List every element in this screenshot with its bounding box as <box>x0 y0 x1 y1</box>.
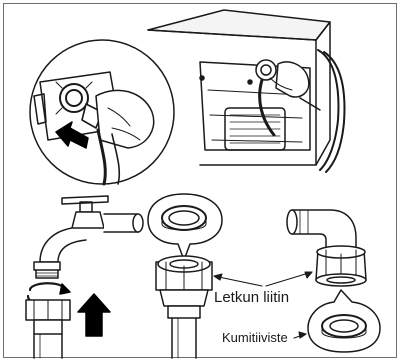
hose-inlet-closeup-icon <box>30 40 174 184</box>
up-arrow-icon <box>78 294 110 336</box>
hose-elbow-connector-icon <box>287 210 366 286</box>
water-tap-icon <box>34 196 143 278</box>
hose-connector-center-icon <box>156 256 212 358</box>
rubber-gasket-top-icon <box>148 194 222 260</box>
washing-machine-icon <box>148 10 344 172</box>
hose-connector-label: Letkun liitin <box>214 289 289 306</box>
rubber-gasket-label: Kumitiiviste <box>222 330 288 345</box>
tap-adapter-icon <box>26 283 110 358</box>
rubber-gasket-bottom-icon <box>308 290 380 352</box>
